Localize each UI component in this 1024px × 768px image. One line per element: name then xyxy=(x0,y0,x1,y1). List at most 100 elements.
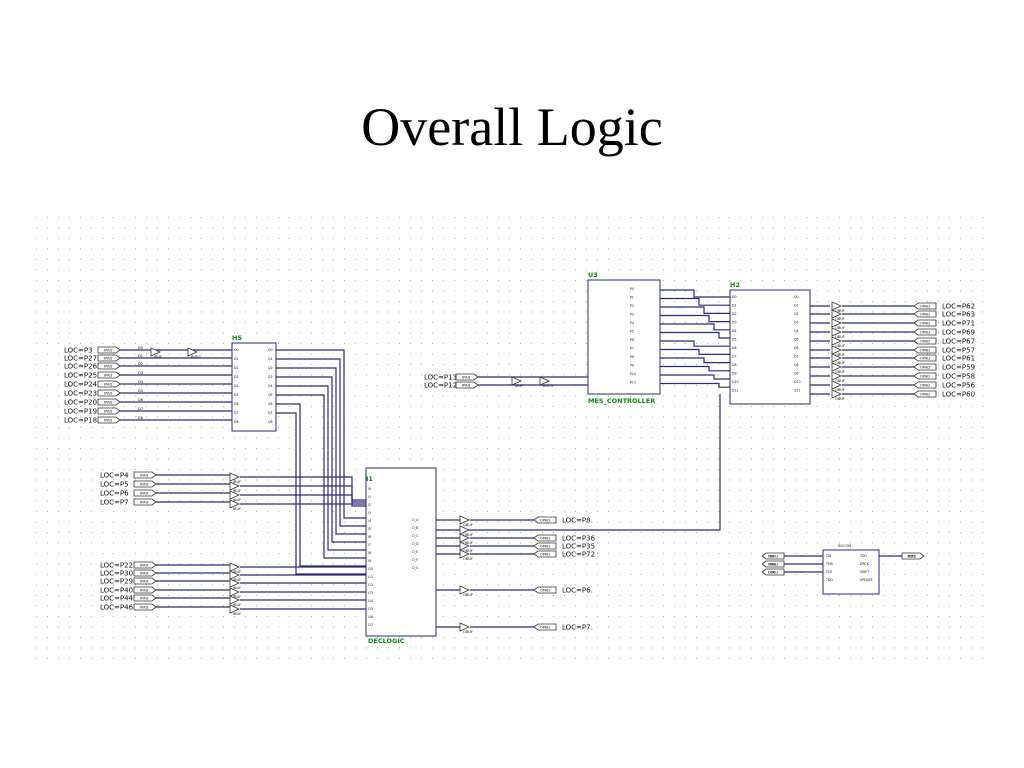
grid-dot xyxy=(630,427,631,428)
grid-dot xyxy=(377,238,378,239)
grid-dot xyxy=(597,500,598,502)
grid-dot xyxy=(212,637,213,638)
grid-dot xyxy=(740,563,741,565)
grid-dot xyxy=(630,479,631,481)
grid-dot xyxy=(465,332,466,334)
grid-dot xyxy=(751,542,752,544)
loc-label: LOC=P56 xyxy=(942,382,976,390)
grid-dot xyxy=(289,269,290,271)
grid-dot xyxy=(234,280,235,281)
grid-dot xyxy=(47,248,48,250)
grid-dot xyxy=(685,595,686,596)
grid-dot xyxy=(388,416,389,418)
output-pad xyxy=(913,390,937,398)
grid-dot xyxy=(982,311,983,313)
grid-dot xyxy=(487,595,488,596)
grid-dot xyxy=(443,490,444,491)
grid-dot xyxy=(707,500,708,502)
grid-dot xyxy=(806,616,807,617)
grid-dot xyxy=(344,269,345,271)
grid-dot xyxy=(421,227,422,229)
grid-dot xyxy=(377,332,378,334)
grid-dot xyxy=(861,395,862,397)
grid-dot xyxy=(696,269,697,271)
grid-dot xyxy=(509,658,510,659)
grid-dot xyxy=(498,637,499,638)
grid-dot xyxy=(509,542,510,544)
grid-dot xyxy=(113,563,114,565)
grid-dot xyxy=(872,311,873,313)
buffer-tag: OBUF xyxy=(835,335,845,339)
grid-dot xyxy=(454,385,455,386)
grid-dot xyxy=(883,227,884,229)
grid-dot xyxy=(212,469,213,470)
grid-dot xyxy=(465,448,466,449)
grid-dot xyxy=(212,364,213,365)
grid-dot xyxy=(740,595,741,596)
grid-dot xyxy=(69,217,70,218)
grid-dot xyxy=(795,427,796,428)
grid-dot xyxy=(487,584,488,586)
buffer-tag: IBUF xyxy=(233,570,241,574)
grid-dot xyxy=(674,311,675,313)
grid-dot xyxy=(157,584,158,586)
grid-dot xyxy=(828,626,829,628)
pin-label: D6 xyxy=(234,402,238,406)
grid-dot xyxy=(36,584,37,586)
grid-dot xyxy=(179,658,180,659)
grid-dot xyxy=(641,553,642,554)
grid-dot xyxy=(102,595,103,596)
grid-dot xyxy=(553,322,554,323)
grid-dot xyxy=(553,605,554,607)
grid-dot xyxy=(498,217,499,218)
grid-dot xyxy=(597,563,598,565)
grid-dot xyxy=(531,290,532,292)
grid-dot xyxy=(168,290,169,292)
grid-dot xyxy=(707,626,708,628)
grid-dot xyxy=(509,595,510,596)
grid-dot xyxy=(47,658,48,659)
grid-dot xyxy=(619,238,620,239)
grid-dot xyxy=(333,385,334,386)
grid-dot xyxy=(377,385,378,386)
grid-dot xyxy=(113,647,114,649)
grid-dot xyxy=(751,280,752,281)
grid-dot xyxy=(355,395,356,397)
grid-dot xyxy=(443,521,444,523)
grid-dot xyxy=(718,406,719,407)
grid-dot xyxy=(894,374,895,376)
grid-dot xyxy=(564,416,565,418)
grid-dot xyxy=(916,647,917,649)
grid-dot xyxy=(498,427,499,428)
grid-dot xyxy=(465,364,466,365)
grid-dot xyxy=(927,280,928,281)
io-pad-tag: OPAD xyxy=(920,330,930,334)
grid-dot xyxy=(289,595,290,596)
grid-dot xyxy=(586,626,587,628)
grid-dot xyxy=(971,532,972,533)
grid-dot xyxy=(806,595,807,596)
grid-dot xyxy=(234,290,235,292)
grid-dot xyxy=(344,658,345,659)
grid-dot xyxy=(916,269,917,271)
grid-dot xyxy=(465,416,466,418)
grid-dot xyxy=(850,343,851,344)
grid-dot xyxy=(850,332,851,334)
grid-dot xyxy=(916,626,917,628)
grid-dot xyxy=(982,290,983,292)
grid-dot xyxy=(850,364,851,365)
grid-dot xyxy=(476,542,477,544)
grid-dot xyxy=(201,605,202,607)
grid-dot xyxy=(311,637,312,638)
grid-dot xyxy=(916,416,917,418)
grid-dot xyxy=(729,416,730,418)
grid-dot xyxy=(201,343,202,344)
grid-dot xyxy=(960,532,961,533)
grid-dot xyxy=(69,301,70,302)
grid-dot xyxy=(234,458,235,460)
grid-dot xyxy=(146,532,147,533)
grid-dot xyxy=(476,353,477,355)
grid-dot xyxy=(531,647,532,649)
grid-dot xyxy=(245,563,246,565)
sgcon-label: SGCON xyxy=(838,544,851,548)
